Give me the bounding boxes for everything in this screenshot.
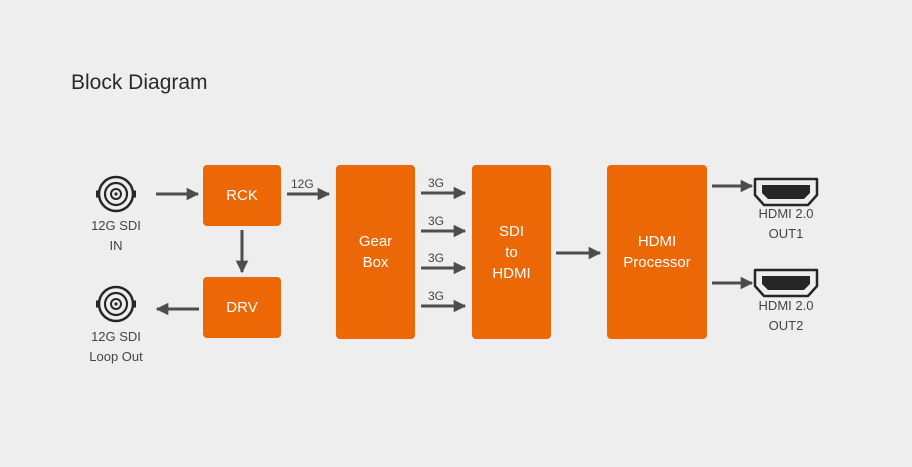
bnc-connector-icon (96, 175, 136, 213)
signal-label-3g-3: 3G (428, 251, 445, 265)
signal-label-3g-1: 3G (428, 176, 445, 190)
hdmi-connector-icon (753, 177, 819, 207)
page-title: Block Diagram (71, 71, 208, 94)
hdmi-connector-icon (753, 268, 819, 298)
port-label-sdi-in: 12G SDI IN (91, 218, 141, 253)
port-label-hdmi-out2: HDMI 2.0 OUT2 (758, 298, 814, 333)
block-rck: RCK (203, 165, 281, 226)
block-sdi-to-hdmi: SDI to HDMI (472, 165, 551, 339)
block-drv: DRV (203, 277, 281, 338)
port-label-sdi-loop-out: 12G SDI Loop Out (89, 329, 143, 364)
block-gearbox: Gear Box (336, 165, 415, 339)
signal-label-12g: 12G (291, 177, 314, 191)
block-hdmi-processor: HDMI Processor (607, 165, 707, 339)
signal-label-3g-4: 3G (428, 289, 445, 303)
port-label-hdmi-out1: HDMI 2.0 OUT1 (758, 206, 814, 241)
bnc-connector-icon (96, 285, 136, 323)
signal-label-3g-2: 3G (428, 214, 445, 228)
